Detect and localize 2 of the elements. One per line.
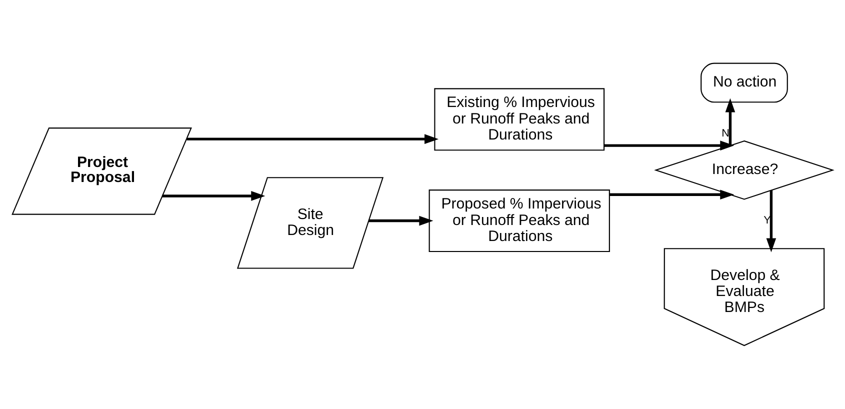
- edge-label: Y: [764, 214, 771, 227]
- edge-label: N: [722, 128, 730, 140]
